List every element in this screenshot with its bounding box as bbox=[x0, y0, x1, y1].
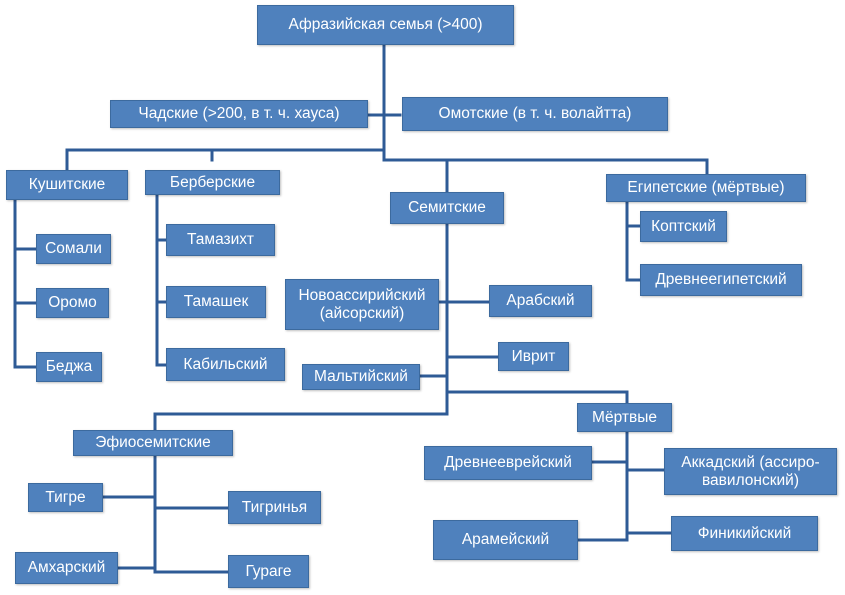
tamasheq-node: Тамашек bbox=[166, 286, 266, 318]
akkadian-node: Аккадский (ассиро- вавилонский) bbox=[664, 448, 837, 495]
egyptian-node: Египетские (мёртвые) bbox=[606, 174, 806, 202]
somali-node: Сомали bbox=[36, 234, 111, 264]
beja-node: Беджа bbox=[36, 352, 102, 382]
semitic-node: Семитские bbox=[390, 192, 504, 224]
tigrinya-node: Тигринья bbox=[228, 491, 321, 524]
hebrew-node: Иврит bbox=[498, 342, 569, 371]
omotic-node: Омотские (в т. ч. волайтта) bbox=[402, 97, 668, 131]
phoenician-node: Финикийский bbox=[671, 516, 818, 551]
neo-aramaic-node: Новоассирийский (айсорский) bbox=[285, 279, 439, 330]
aramaic-node: Арамейский bbox=[433, 520, 578, 560]
arabic-node: Арабский bbox=[489, 285, 592, 317]
gurage-node: Гураге bbox=[228, 555, 309, 588]
oromo-node: Оромо bbox=[36, 288, 109, 318]
kabyle-node: Кабильский bbox=[166, 348, 285, 381]
ancient-hebrew-node: Древнееврейский bbox=[424, 446, 592, 480]
ethiosemitic-node: Эфиосемитские bbox=[73, 430, 233, 456]
tamazight-node: Тамазихт bbox=[166, 224, 275, 256]
amharic-node: Амхарский bbox=[15, 552, 118, 584]
berber-node: Берберские bbox=[145, 170, 280, 195]
ancient-egyptian-node: Древнеегипетский bbox=[640, 264, 802, 296]
cushitic-node: Кушитские bbox=[6, 170, 128, 200]
chadic-node: Чадские (>200, в т. ч. хауса) bbox=[110, 100, 368, 128]
coptic-node: Коптский bbox=[640, 211, 727, 242]
tigre-node: Тигре bbox=[28, 483, 103, 512]
maltese-node: Мальтийский bbox=[302, 364, 420, 390]
extinct-node: Мёртвые bbox=[577, 403, 672, 432]
root-node: Афразийская семья (>400) bbox=[257, 5, 514, 45]
